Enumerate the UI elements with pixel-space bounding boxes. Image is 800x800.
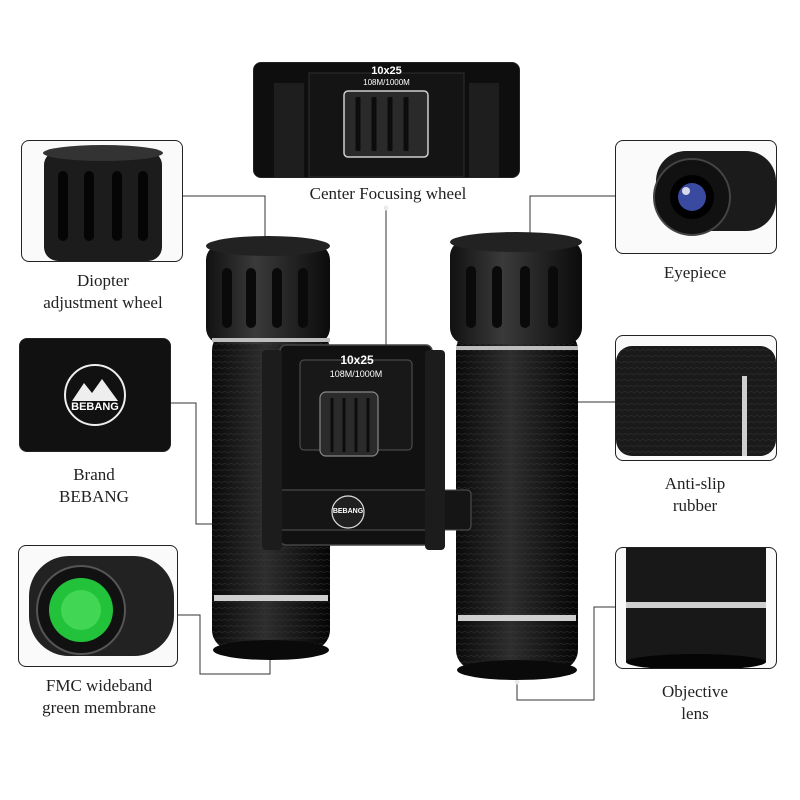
bridge-logo-text: BEBANG [332,508,364,515]
right-barrel [450,232,582,680]
panel-center-focus: 10x25 108M/1000M [253,62,520,178]
center-focus-image [254,63,519,177]
panel-objective [615,547,777,669]
line-objective [516,606,615,701]
panel-anti-slip [615,335,777,461]
fmc-lens-image [19,546,177,666]
panel-fmc [18,545,178,667]
bridge-model-text: 10x25 [340,353,374,367]
panel-eyepiece [615,140,777,254]
line-eyepiece [529,195,615,240]
line-fmc [176,614,271,675]
top-model-text: 10x25 [371,65,402,77]
objective-image [616,548,776,668]
top-fov-text: 108M/1000M [363,78,410,87]
brand-logo-image [20,339,170,451]
label-center-focus: Center Focusing wheel [309,184,467,203]
bridge-fov-text: 108M/1000M [329,369,383,379]
label-eyepiece: Eyepiece [663,263,727,282]
diopter-image [22,141,182,261]
panel-brand: BEBANG [19,338,171,452]
brand-logo-text: BEBANG [71,401,119,413]
center-bridge [262,344,472,550]
eyepiece-image [616,141,776,253]
panel-diopter [21,140,183,262]
anti-slip-image [616,336,776,460]
